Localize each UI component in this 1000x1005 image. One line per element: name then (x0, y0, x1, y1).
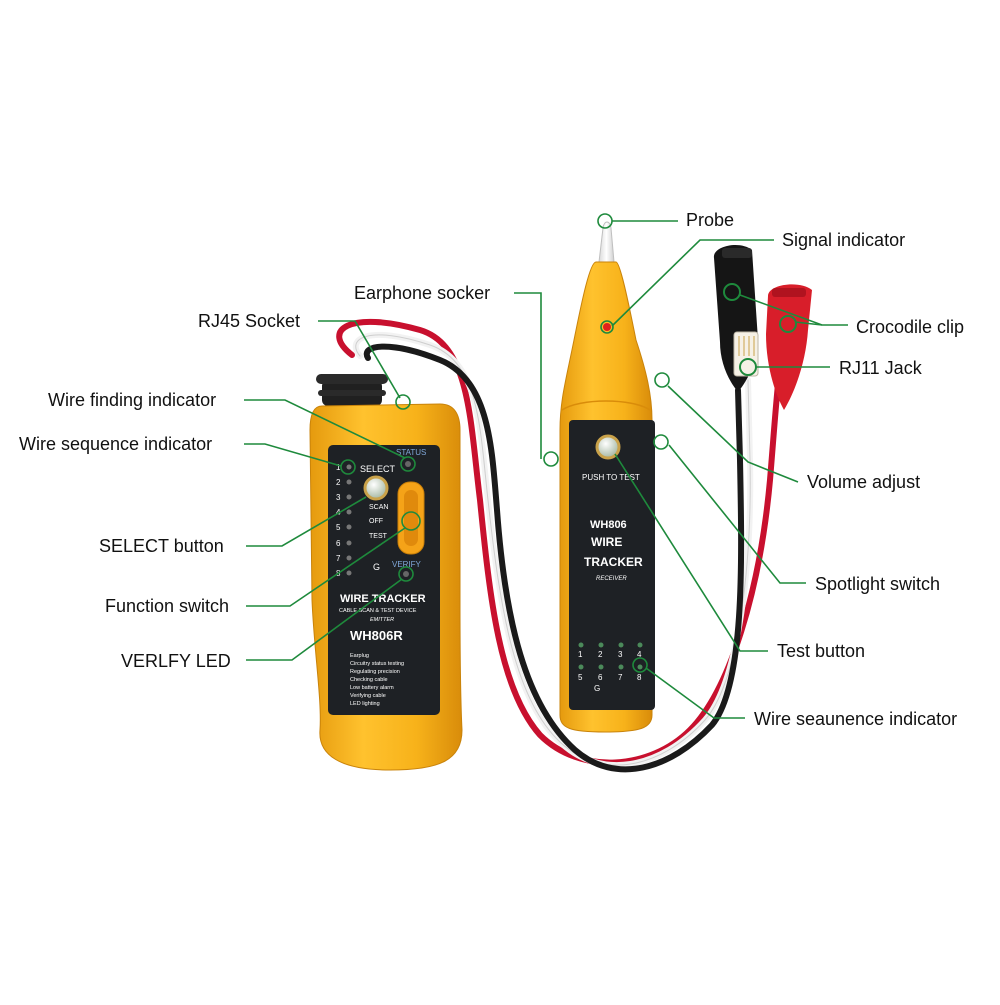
label-rj11-jack: RJ11 Jack (839, 358, 922, 378)
led-number: 4 (637, 650, 642, 659)
g-label: G (373, 562, 380, 572)
emitter-features: Earplug Circuitry status testing Regulat… (350, 653, 404, 707)
led-number: 8 (637, 673, 642, 682)
led-number: 3 (336, 493, 341, 502)
receiver-model: WH806 (590, 519, 627, 531)
emitter-title: WIRE TRACKER (340, 593, 426, 605)
receiver-line1: WIRE (591, 535, 622, 549)
label-crocodile-clip: Crocodile clip (856, 317, 965, 337)
receiver-line2: TRACKER (584, 555, 643, 569)
verify-label: VERIFY (392, 560, 422, 569)
off-label: OFF (369, 518, 383, 525)
label-wire-seaunence-indicator: Wire seaunence indicator (754, 709, 958, 729)
rj11-jack (733, 331, 759, 377)
select-button[interactable] (363, 475, 389, 501)
feature-item: Earplug (350, 653, 369, 659)
label-select-button: SELECT button (99, 536, 224, 556)
led-number: 1 (336, 463, 341, 472)
led-number: 3 (618, 650, 623, 659)
led-number: 2 (598, 650, 603, 659)
label-test-button: Test button (777, 641, 866, 661)
function-switch[interactable] (397, 481, 425, 555)
label-wire-sequence-indicator: Wire sequence indicator (19, 434, 213, 454)
cables (336, 318, 788, 773)
feature-item: Verifying cable (350, 693, 386, 699)
label-spotlight-switch: Spotlight switch (815, 574, 941, 594)
led-number: 6 (598, 673, 603, 682)
led-number: 6 (336, 539, 341, 548)
select-label: SELECT (360, 464, 396, 474)
feature-item: Circuitry status testing (350, 661, 404, 667)
red-wire (336, 318, 788, 766)
feature-item: LED lighting (350, 701, 380, 707)
emitter-model: WH806R (350, 628, 403, 643)
receiver-type: RECEIVER (596, 576, 627, 582)
test-label: TEST (369, 533, 388, 540)
leader-lines (244, 213, 848, 719)
receiver-panel (569, 420, 655, 710)
receiver-device: PUSH TO TEST WH806 WIRE TRACKER RECEIVER… (559, 221, 655, 733)
label-probe: Probe (686, 210, 735, 230)
led-number: 1 (578, 650, 583, 659)
g-label: G (594, 684, 600, 693)
emitter-device: STATUS SELECT 1 2 3 4 5 6 7 8 G (309, 374, 463, 771)
led-number: 5 (336, 523, 341, 532)
receiver-sequence-leds: 1 2 3 4 5 6 7 8 G (578, 642, 643, 693)
label-function-switch: Function switch (105, 596, 230, 616)
label-rj45-socket: RJ45 Socket (198, 311, 301, 331)
feature-item: Low battery alarm (350, 685, 394, 691)
black-wire (363, 343, 745, 773)
push-to-test-label: PUSH TO TEST (582, 473, 640, 482)
feature-item: Regulating precision (350, 669, 400, 675)
white-wire-edge (355, 334, 751, 766)
led-number: 2 (336, 478, 341, 487)
feature-item: Checking cable (350, 677, 388, 683)
emitter-subtitle: CABLE SCAN & TEST DEVICE (339, 608, 417, 614)
scan-label: SCAN (369, 504, 388, 511)
label-wire-finding-indicator: Wire finding indicator (48, 390, 217, 410)
signal-indicator-led (603, 323, 611, 331)
led-number: 7 (618, 673, 623, 682)
status-label: STATUS (396, 448, 426, 457)
label-earphone-socker: Earphone socker (354, 283, 491, 303)
led-number: 7 (336, 554, 341, 563)
verify-led (403, 571, 409, 577)
label-verlfy-led: VERLFY LED (121, 651, 231, 671)
label-volume-adjust: Volume adjust (807, 472, 921, 492)
label-signal-indicator: Signal indicator (782, 230, 906, 250)
red-crocodile-clip (766, 284, 812, 410)
test-button[interactable] (595, 434, 621, 460)
led-number: 5 (578, 673, 583, 682)
emitter-type: EMITTER (370, 617, 394, 623)
